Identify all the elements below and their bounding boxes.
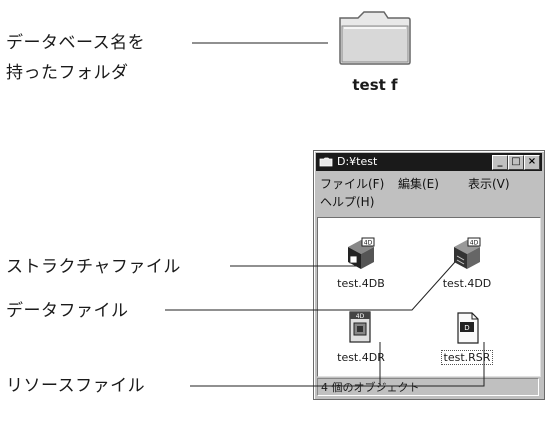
callout-structure-file: ストラクチャファイル <box>6 257 181 277</box>
status-bar: 4 個のオブジェクト <box>317 378 539 396</box>
file-name: test.4DD <box>442 277 492 290</box>
menu-file[interactable]: ファイル(F) <box>320 177 385 191</box>
file-name: test.4DB <box>337 277 385 290</box>
file-list-pane: 4D test.4DB 4D test.4DD 4D <box>317 217 541 377</box>
callout-data-file: データファイル <box>6 301 129 321</box>
callout-folder-line1: データベース名を <box>6 33 146 53</box>
callout-folder-line2: 持ったフォルダ <box>6 63 129 83</box>
menu-help[interactable]: ヘルプ(H) <box>320 195 375 209</box>
folder-caption: test f <box>352 76 398 94</box>
explorer-window: D:¥test _ □ × ファイル(F) 編集(E) 表示(V) ヘルプ(H)… <box>313 150 545 400</box>
svg-text:4D: 4D <box>470 240 479 247</box>
minimize-button[interactable]: _ <box>492 155 508 170</box>
4d-structure-file-icon: 4D <box>348 237 375 269</box>
menu-bar: ファイル(F) 編集(E) 表示(V) ヘルプ(H) <box>316 173 542 211</box>
close-button[interactable]: × <box>524 155 540 170</box>
svg-text:D: D <box>464 324 469 332</box>
file-name: test.RSR <box>440 350 494 365</box>
file-item-4dr[interactable]: 4D test.4DR <box>326 310 396 365</box>
rsr-file-icon: D <box>457 312 479 344</box>
file-item-4db[interactable]: 4D test.4DB <box>326 236 396 291</box>
folder-item[interactable]: test f <box>330 4 420 100</box>
svg-text:4D: 4D <box>356 313 365 320</box>
4d-resource-file-icon: 4D <box>349 311 371 343</box>
file-item-rsr[interactable]: D test.RSR <box>432 310 502 365</box>
svg-text:4D: 4D <box>364 240 373 247</box>
window-title: D:¥test <box>337 155 378 168</box>
file-item-4dd[interactable]: 4D test.4DD <box>432 236 502 291</box>
file-name: test.4DR <box>337 351 385 364</box>
menu-view[interactable]: 表示(V) <box>468 177 510 191</box>
title-bar[interactable]: D:¥test _ □ × <box>316 153 542 171</box>
menu-edit[interactable]: 編集(E) <box>398 177 439 191</box>
4d-data-file-icon: 4D <box>454 237 481 269</box>
maximize-button[interactable]: □ <box>508 155 524 170</box>
folder-small-icon <box>319 157 333 167</box>
folder-icon <box>339 11 411 65</box>
callout-resource-file: リソースファイル <box>6 376 146 396</box>
